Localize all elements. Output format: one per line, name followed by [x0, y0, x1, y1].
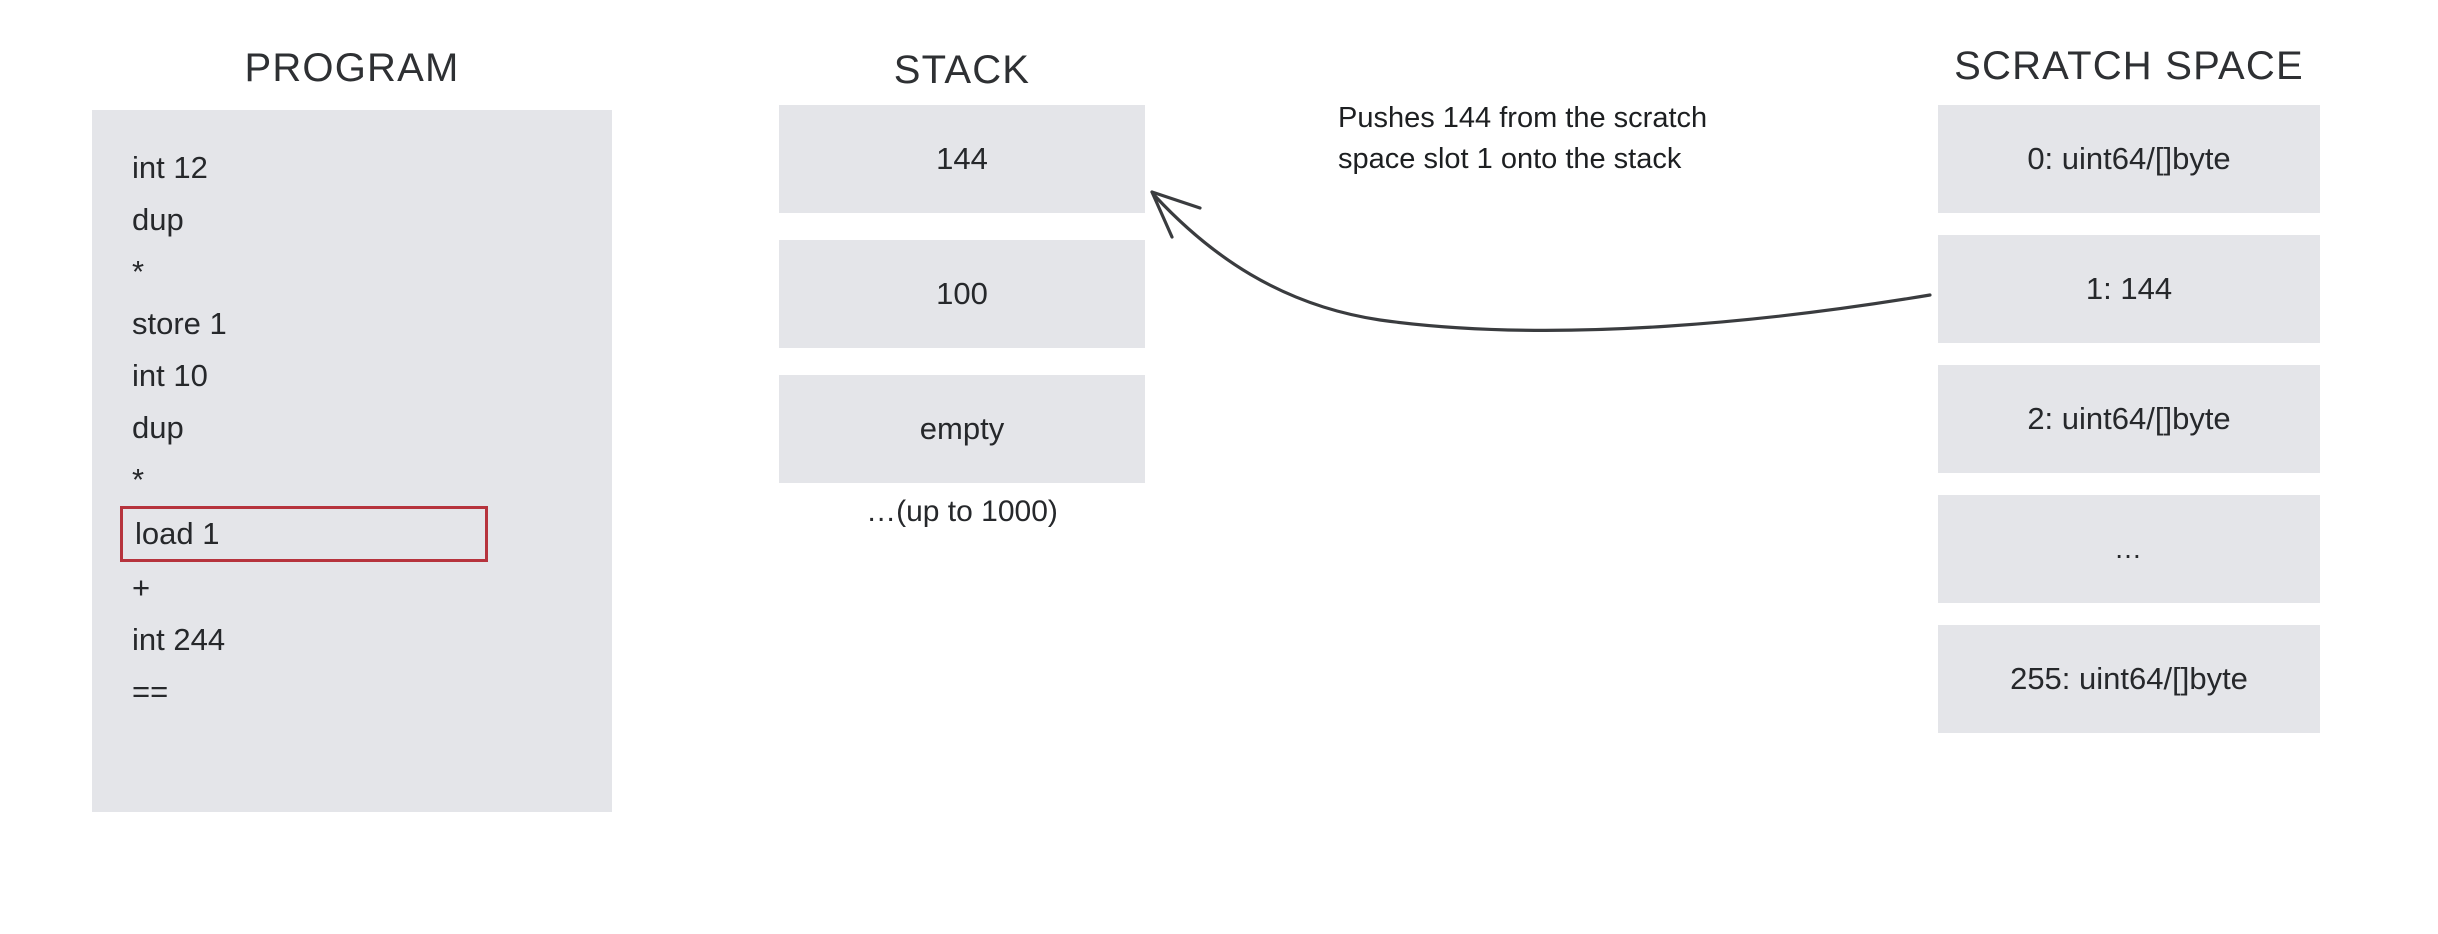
scratch-space-slot: 0: uint64/[]byte [1938, 105, 2320, 213]
program-instruction: dup [132, 202, 184, 237]
program-instruction: int 10 [132, 358, 208, 393]
annotation-line-1: Pushes 144 from the scratch [1338, 102, 1708, 134]
program-column-heading: PROGRAM [244, 46, 460, 90]
scratch-space-slot: 255: uint64/[]byte [1938, 625, 2320, 733]
program-instruction: dup [132, 410, 184, 445]
program-instruction: int 12 [132, 150, 208, 185]
scratch-space-slot: 2: uint64/[]byte [1938, 365, 2320, 473]
stack-slot: 144 [779, 105, 1145, 213]
annotation-callout-text: Pushes 144 from the scratch space slot 1… [1338, 98, 1808, 180]
scratch-space-column-heading: SCRATCH SPACE [1954, 44, 2304, 88]
program-instruction-highlighted: load 1 [120, 506, 488, 562]
arrow-head [1150, 190, 1202, 239]
program-instruction: * [132, 254, 145, 289]
stack-slot: 100 [779, 240, 1145, 348]
program-instruction: int 244 [132, 622, 226, 657]
program-instruction: + [132, 570, 151, 605]
program-panel: int 12 dup * store 1 int 10 dup * load 1… [92, 110, 612, 812]
stack-column-heading: STACK [893, 48, 1031, 92]
stack-slot: empty [779, 375, 1145, 483]
scratch-space-slot-ellipsis: … [1938, 495, 2320, 603]
program-instruction: store 1 [132, 306, 227, 341]
arrow-curve-path [1153, 194, 1932, 332]
program-instruction: == [132, 674, 169, 709]
scratch-space-slot: 1: 144 [1938, 235, 2320, 343]
program-instruction-list: int 12 dup * store 1 int 10 dup * load 1… [120, 142, 578, 718]
stack-capacity-note: …(up to 1000) [866, 495, 1058, 528]
program-instruction: * [132, 462, 145, 497]
annotation-line-2: space slot 1 onto the stack [1338, 143, 1682, 175]
